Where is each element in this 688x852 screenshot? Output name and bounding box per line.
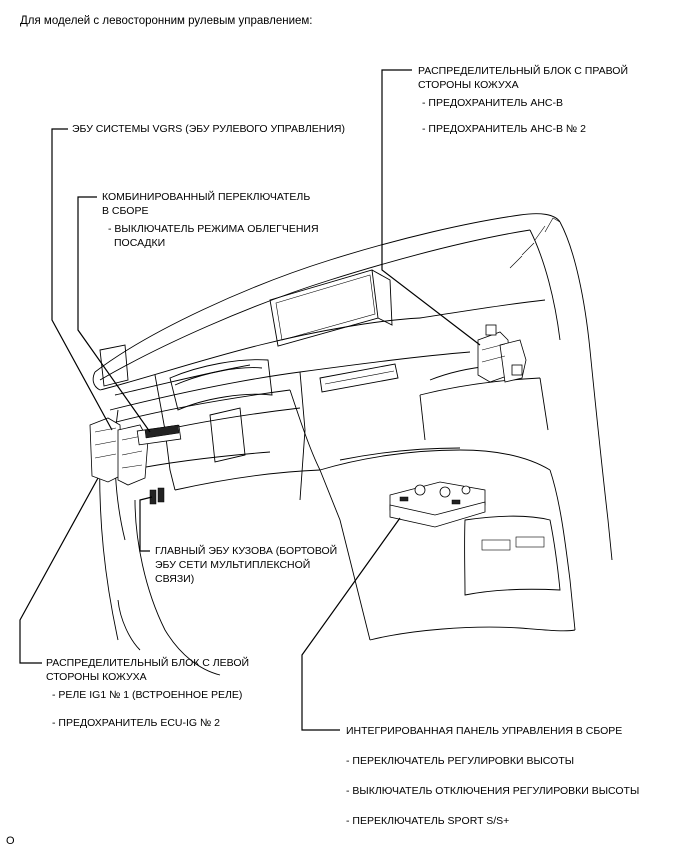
leader-body-ecu <box>139 496 153 552</box>
combination-switch <box>136 424 182 446</box>
body-ecu-line1: ГЛАВНЫЙ ЭБУ КУЗОВА (БОРТОВОЙ <box>155 545 338 557</box>
right-box-item-1: - ПРЕДОХРАНИТЕЛЬ AHC-B <box>422 97 563 109</box>
page-title: Для моделей с левосторонним рулевым упра… <box>20 15 313 27</box>
left-box-title-line1: РАСПРЕДЕЛИТЕЛЬНЫЙ БЛОК С ЛЕВОЙ <box>46 657 250 669</box>
control-panel-item-3: - ПЕРЕКЛЮЧАТЕЛЬ SPORT S/S+ <box>346 815 510 827</box>
leader-vgrs-ecu <box>51 128 113 431</box>
leader-right-box <box>381 69 481 346</box>
instrument-cluster <box>169 359 273 463</box>
leader-control-panel <box>301 517 401 731</box>
leader-left-box <box>19 477 99 664</box>
left-box-item-1: - РЕЛЕ IG1 № 1 (ВСТРОЕННОЕ РЕЛЕ) <box>52 689 243 701</box>
control-panel-item-1: - ПЕРЕКЛЮЧАТЕЛЬ РЕГУЛИРОВКИ ВЫСОТЫ <box>346 755 575 767</box>
right-junction-block <box>477 324 527 383</box>
combo-switch-title-line2: В СБОРЕ <box>102 205 149 217</box>
left-junction-block <box>89 417 149 486</box>
body-ecu-line2: ЭБУ СЕТИ МУЛЬТИПЛЕКСНОЙ <box>155 559 311 571</box>
right-box-item-2: - ПРЕДОХРАНИТЕЛЬ AHC-B № 2 <box>422 123 586 135</box>
control-panel-item-2: - ВЫКЛЮЧАТЕЛЬ ОТКЛЮЧЕНИЯ РЕГУЛИРОВКИ ВЫС… <box>346 785 640 797</box>
control-panel-title: ИНТЕГРИРОВАННАЯ ПАНЕЛЬ УПРАВЛЕНИЯ В СБОР… <box>346 725 623 737</box>
body-ecu-line3: СВЯЗИ) <box>155 573 195 585</box>
left-box-title-line2: СТОРОНЫ КОЖУХА <box>46 671 147 683</box>
main-body-ecu <box>149 487 165 505</box>
display-screen <box>269 269 393 347</box>
right-box-title-line1: РАСПРЕДЕЛИТЕЛЬНЫЙ БЛОК С ПРАВОЙ <box>418 65 629 77</box>
combo-switch-title-line1: КОМБИНИРОВАННЫЙ ПЕРЕКЛЮЧАТЕЛЬ <box>102 191 311 203</box>
leader-combo-switch <box>77 196 151 433</box>
vgrs-ecu-label: ЭБУ СИСТЕМЫ VGRS (ЭБУ РУЛЕВОГО УПРАВЛЕНИ… <box>72 123 345 135</box>
right-box-title-line2: СТОРОНЫ КОЖУХА <box>418 79 519 91</box>
combo-switch-item-line1: - ВЫКЛЮЧАТЕЛЬ РЕЖИМА ОБЛЕГЧЕНИЯ <box>108 223 319 235</box>
dashboard-vents <box>99 344 399 393</box>
figure-code: O <box>6 835 15 847</box>
dashboard-outline <box>92 213 613 676</box>
combo-switch-item-line2: ПОСАДКИ <box>114 237 166 249</box>
leader-lines <box>19 69 481 731</box>
left-box-item-2: - ПРЕДОХРАНИТЕЛЬ ECU-IG № 2 <box>52 717 221 729</box>
integrated-control-panel <box>389 481 486 528</box>
